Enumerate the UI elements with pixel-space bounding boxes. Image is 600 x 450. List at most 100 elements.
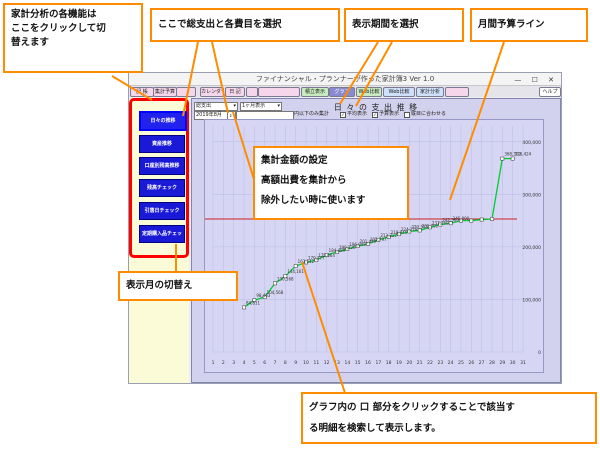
x-tick-label: 11: [313, 360, 319, 366]
callout-budget-line: 月間予算ライン: [470, 8, 588, 42]
menu-button-0[interactable]: 記 帳: [130, 87, 154, 97]
data-point[interactable]: [366, 241, 370, 246]
data-point[interactable]: [397, 232, 401, 237]
data-label: 144,161: [287, 269, 304, 274]
x-tick-label: 7: [274, 360, 277, 366]
x-tick-label: 28: [489, 360, 495, 366]
data-point[interactable]: [314, 258, 319, 262]
data-point[interactable]: [376, 238, 381, 242]
x-tick-label: 20: [406, 360, 412, 366]
scale-checkbox[interactable]: [404, 112, 410, 118]
category-select-value: 総支出: [196, 103, 212, 109]
data-point[interactable]: [242, 305, 246, 310]
scale-label: 縦目に合わせる: [411, 111, 447, 117]
x-tick-label: 14: [344, 360, 350, 366]
menu-button-5[interactable]: [246, 87, 258, 97]
data-point[interactable]: [273, 281, 277, 286]
data-point[interactable]: [386, 235, 391, 239]
data-point[interactable]: [417, 228, 422, 233]
sidebar-item-account-balance[interactable]: 口座別残高推移: [139, 157, 185, 175]
x-tick-label: 18: [386, 360, 392, 366]
data-label: 184,489: [329, 248, 346, 253]
x-tick-label: 4: [243, 360, 246, 366]
x-tick-label: 26: [468, 360, 474, 366]
menu-button-7[interactable]: 積立表示: [301, 87, 329, 97]
data-point[interactable]: [252, 298, 257, 303]
menu-button-4[interactable]: 日 記: [225, 87, 245, 97]
average-checkbox[interactable]: ✓: [340, 112, 346, 118]
data-label: 231,291: [422, 223, 439, 228]
data-label: 130,568: [277, 276, 294, 281]
data-point[interactable]: [500, 156, 505, 161]
x-tick-label: 22: [427, 360, 433, 366]
sidebar-item-periodic-purchase[interactable]: 定期購入品チェック: [139, 225, 185, 253]
x-tick-label: 21: [417, 360, 423, 366]
menu-button-1[interactable]: 集計予算: [153, 87, 177, 97]
sidebar-item-daily-trend[interactable]: 日々の推移: [139, 111, 187, 131]
data-label: 98,463: [256, 293, 270, 298]
callout-features: 家計分析の各機能は ここをクリックして切 替えます: [3, 3, 143, 73]
menu-button-9[interactable]: Web比較: [356, 87, 382, 97]
menu-button-3[interactable]: カレンダー: [200, 87, 224, 97]
data-point[interactable]: [283, 274, 288, 279]
data-label: 205,797: [370, 237, 387, 242]
data-label: 376,424: [515, 152, 532, 157]
menu-button-12[interactable]: [445, 87, 469, 97]
data-point[interactable]: [438, 222, 443, 227]
data-point[interactable]: [490, 217, 494, 221]
data-point[interactable]: [335, 250, 339, 254]
data-point[interactable]: [428, 225, 432, 230]
menu-button-6[interactable]: [258, 87, 300, 97]
data-point[interactable]: [293, 264, 298, 268]
data-label: 196,049: [349, 242, 366, 247]
menu-button-8[interactable]: グラフ: [329, 87, 355, 97]
window-controls[interactable]: — ☐ ✕: [514, 76, 558, 84]
sidebar-item-withdrawal-check[interactable]: 引落日チェック: [139, 202, 185, 220]
x-tick-label: 27: [479, 360, 485, 366]
data-point[interactable]: [510, 156, 515, 161]
data-point[interactable]: [459, 218, 463, 223]
y-tick-label: 0: [538, 350, 541, 356]
data-label: 213,312: [380, 233, 397, 238]
x-tick-label: 25: [458, 360, 464, 366]
period-select-value: 1ヶ月表示: [242, 103, 266, 109]
chart-panel: 総支出▾ 1ヶ月表示▾ 2019年8月 ⇕ 円以下のみ集計 ✓ 平均表示 ✓ 予…: [191, 98, 561, 383]
x-tick-label: 3: [232, 360, 235, 366]
data-label: 163,542: [298, 259, 315, 264]
data-point[interactable]: [469, 218, 474, 223]
x-tick-label: 24: [448, 360, 454, 366]
data-label: 224,218: [401, 227, 418, 232]
menu-button-10[interactable]: Web比較: [383, 87, 415, 97]
data-label: 104,568: [267, 290, 284, 295]
x-tick-label: 2: [222, 360, 225, 366]
title-bar: ファイナンシャル・プランナーが作った家計簿3 Ver 1.0 — ☐ ✕: [129, 73, 561, 86]
data-point[interactable]: [355, 244, 360, 248]
x-tick-label: 13: [334, 360, 340, 366]
menu-button-11[interactable]: 家計分析: [416, 87, 444, 97]
sidebar-item-balance-check[interactable]: 残高チェック: [139, 179, 185, 197]
x-tick-label: 8: [284, 360, 287, 366]
y-tick-label: 200,000: [522, 245, 541, 251]
data-point[interactable]: [407, 229, 412, 234]
x-tick-label: 1: [212, 360, 215, 366]
menu-button-2[interactable]: [176, 87, 196, 97]
sidebar-item-asset-trend[interactable]: 資産推移: [139, 135, 185, 153]
y-tick-label: 300,000: [522, 192, 541, 198]
x-tick-label: 12: [324, 360, 330, 366]
chevron-down-icon: ▾: [233, 103, 236, 109]
x-tick-label: 15: [355, 360, 361, 366]
y-tick-label: 100,000: [522, 297, 541, 303]
data-point[interactable]: [262, 295, 267, 299]
x-tick-label: 17: [375, 360, 381, 366]
x-tick-label: 31: [520, 360, 526, 366]
data-point[interactable]: [345, 247, 350, 251]
data-point[interactable]: [324, 253, 329, 257]
x-tick-label: 5: [253, 360, 256, 366]
data-point[interactable]: [479, 217, 484, 222]
x-tick-label: 6: [263, 360, 266, 366]
period-select[interactable]: 1ヶ月表示▾: [240, 102, 282, 111]
menu-button-13[interactable]: ヘルプ: [539, 87, 561, 97]
data-label: 84,811: [246, 300, 260, 305]
data-point[interactable]: [448, 221, 453, 226]
budget-checkbox[interactable]: ✓: [372, 112, 378, 118]
